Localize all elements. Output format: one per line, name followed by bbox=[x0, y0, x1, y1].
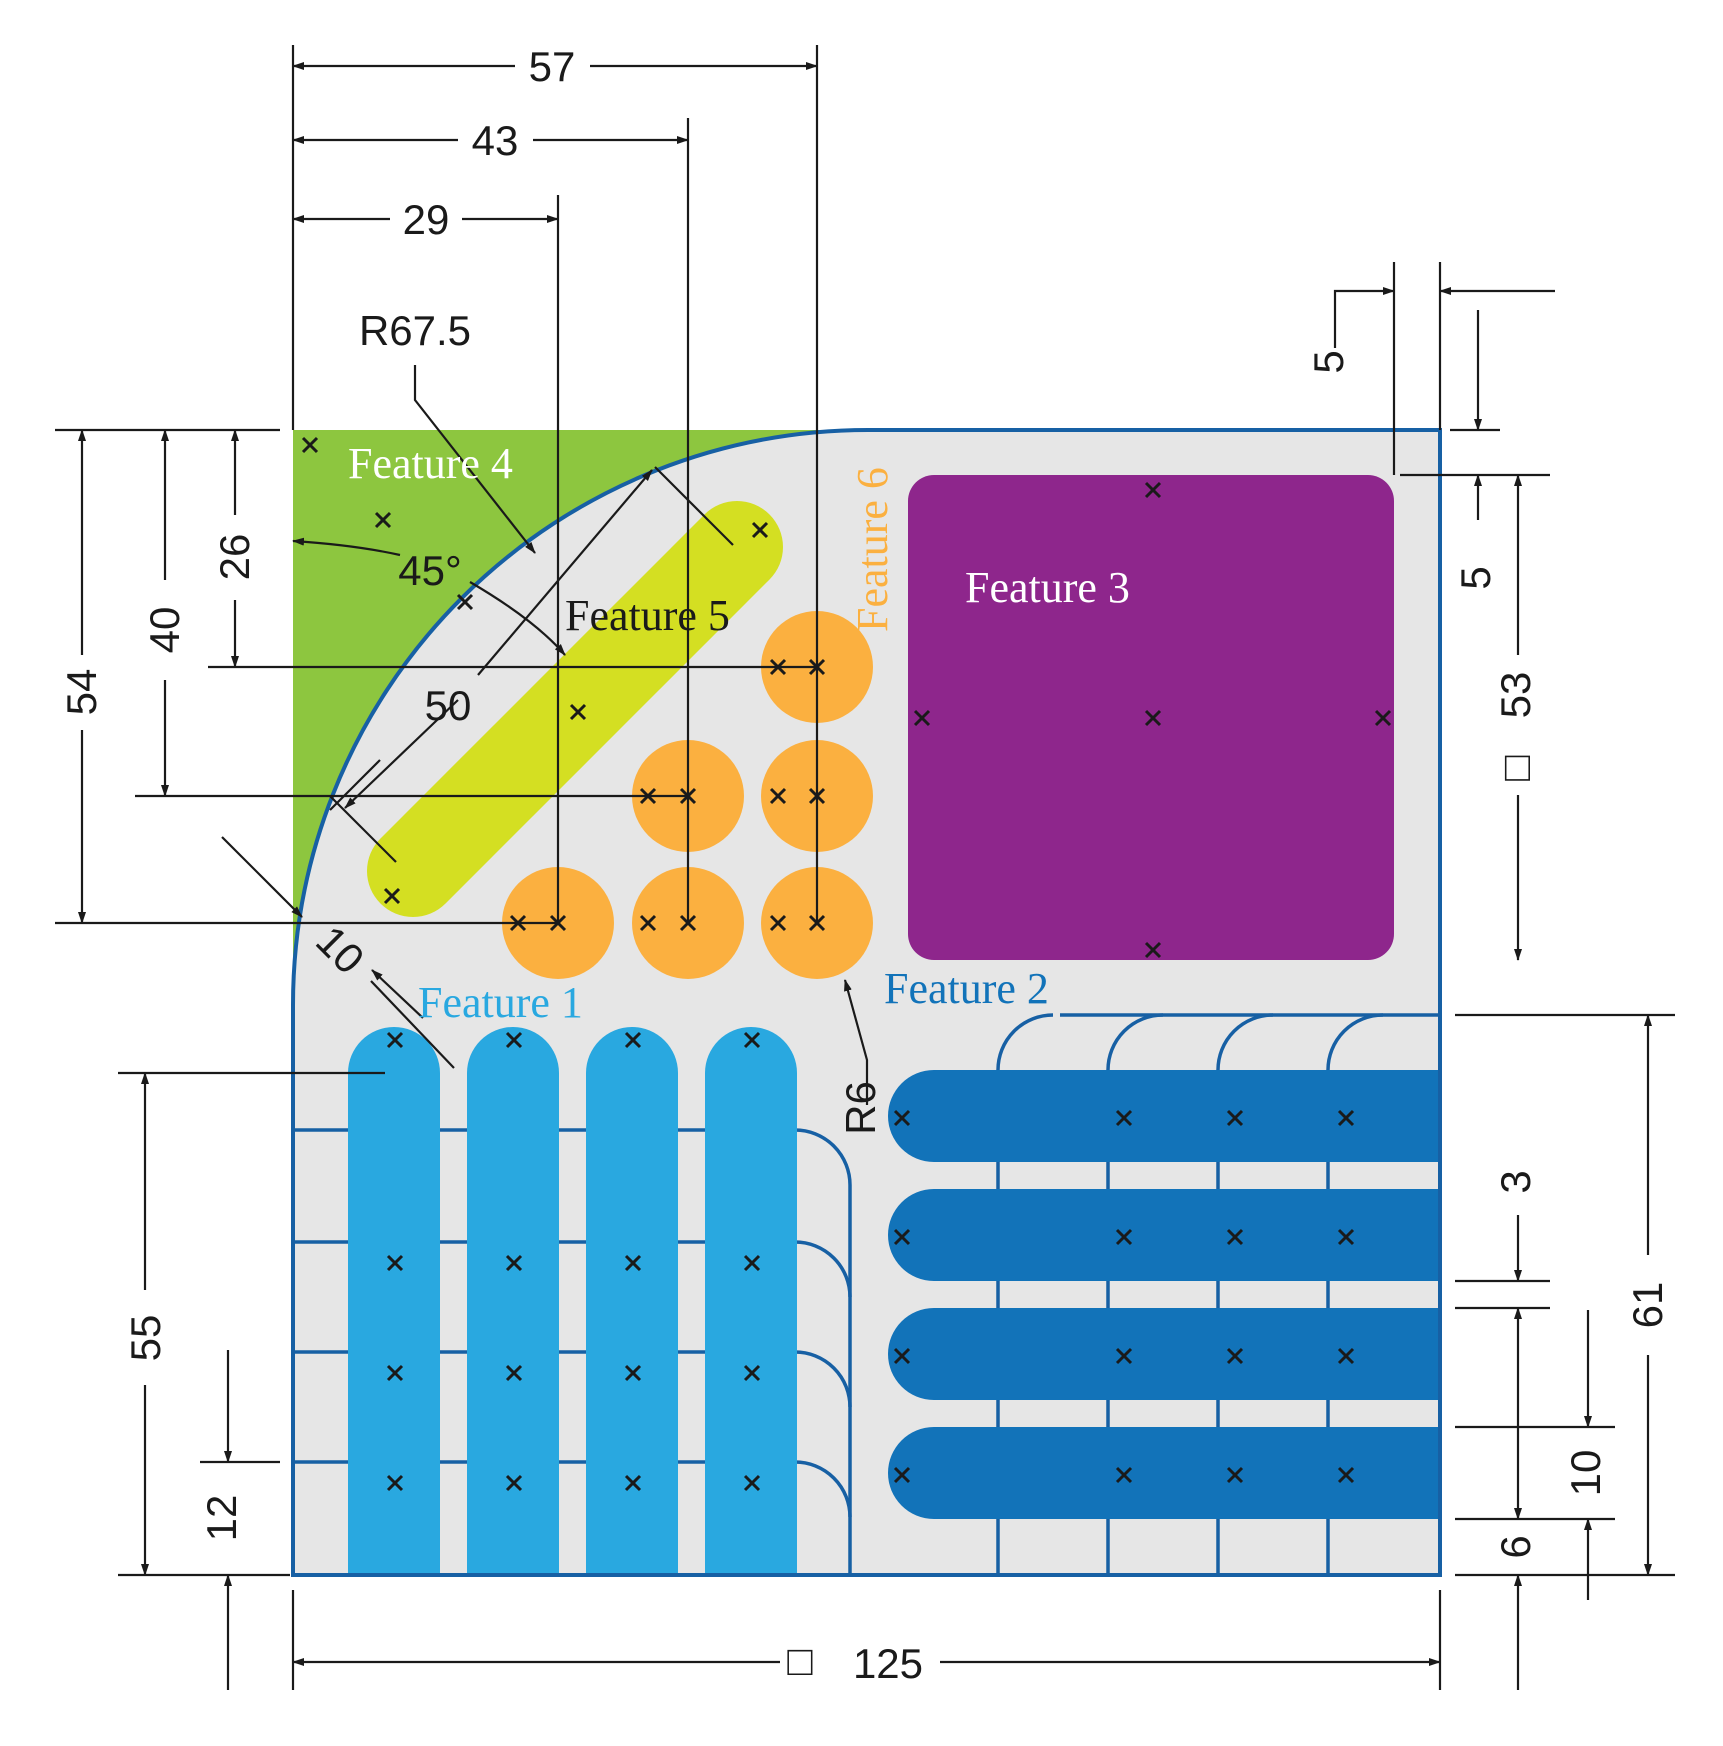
center-mark bbox=[624, 1254, 642, 1272]
dim-53: 53 bbox=[1492, 672, 1539, 719]
center-mark bbox=[1144, 481, 1162, 499]
dim-40: 40 bbox=[141, 607, 188, 654]
center-mark bbox=[505, 1254, 523, 1272]
dim-45-deg: 45° bbox=[398, 547, 462, 594]
center-mark bbox=[1226, 1347, 1244, 1365]
dim-43: 43 bbox=[472, 117, 519, 164]
center-mark bbox=[386, 1031, 404, 1049]
feature6-label: Feature 6 bbox=[848, 467, 897, 632]
dim-5-top: 5 bbox=[1305, 350, 1352, 373]
dim-53-symbol: □ bbox=[1492, 755, 1539, 781]
center-mark bbox=[1144, 709, 1162, 727]
center-mark bbox=[1115, 1109, 1133, 1127]
center-mark bbox=[386, 1254, 404, 1272]
center-mark bbox=[1337, 1347, 1355, 1365]
center-mark bbox=[1337, 1109, 1355, 1127]
center-mark bbox=[505, 1031, 523, 1049]
center-mark bbox=[1374, 709, 1392, 727]
center-mark bbox=[1115, 1347, 1133, 1365]
center-mark bbox=[913, 709, 931, 727]
feature1-slots bbox=[348, 1027, 797, 1575]
center-mark bbox=[1337, 1466, 1355, 1484]
center-mark bbox=[1115, 1228, 1133, 1246]
center-mark bbox=[624, 1474, 642, 1492]
center-mark bbox=[769, 914, 787, 932]
center-mark bbox=[743, 1364, 761, 1382]
center-mark bbox=[743, 1254, 761, 1272]
dim-12: 12 bbox=[198, 1495, 245, 1542]
dim-50: 50 bbox=[425, 682, 472, 729]
center-mark bbox=[743, 1031, 761, 1049]
center-mark bbox=[1226, 1228, 1244, 1246]
center-mark bbox=[1226, 1466, 1244, 1484]
dimension-lines bbox=[55, 45, 1675, 1690]
center-marks bbox=[301, 436, 1392, 1492]
center-mark bbox=[743, 1474, 761, 1492]
center-mark bbox=[1144, 941, 1162, 959]
center-mark bbox=[769, 787, 787, 805]
center-mark bbox=[893, 1466, 911, 1484]
feature1-label: Feature 1 bbox=[418, 978, 583, 1027]
center-mark bbox=[456, 593, 474, 611]
center-mark bbox=[1226, 1109, 1244, 1127]
center-mark bbox=[624, 1364, 642, 1382]
dim-10-right: 10 bbox=[1562, 1450, 1609, 1497]
center-mark bbox=[505, 1364, 523, 1382]
dim-5-side: 5 bbox=[1452, 566, 1499, 589]
center-mark bbox=[893, 1228, 911, 1246]
center-mark bbox=[1337, 1228, 1355, 1246]
dim-r67-5: R67.5 bbox=[359, 307, 471, 354]
dim-26: 26 bbox=[211, 534, 258, 581]
center-mark bbox=[569, 703, 587, 721]
center-mark bbox=[386, 1364, 404, 1382]
dim-6: 6 bbox=[1492, 1535, 1539, 1558]
dim-3: 3 bbox=[1492, 1170, 1539, 1193]
dim-57: 57 bbox=[529, 43, 576, 90]
dim-125: 125 bbox=[853, 1640, 923, 1687]
dim-125-symbol: □ bbox=[787, 1637, 813, 1684]
center-mark bbox=[374, 511, 392, 529]
dim-29: 29 bbox=[403, 196, 450, 243]
center-mark bbox=[639, 914, 657, 932]
dim-54: 54 bbox=[58, 669, 105, 716]
center-mark bbox=[893, 1109, 911, 1127]
feature5-label: Feature 5 bbox=[565, 591, 730, 640]
feature2-slots bbox=[888, 1070, 1440, 1519]
feature2-label: Feature 2 bbox=[884, 964, 1049, 1013]
dim-r6: R6 bbox=[837, 1081, 884, 1135]
dim-55: 55 bbox=[122, 1315, 169, 1362]
center-mark bbox=[301, 436, 319, 454]
center-mark bbox=[893, 1347, 911, 1365]
center-mark bbox=[386, 1474, 404, 1492]
center-mark bbox=[1115, 1466, 1133, 1484]
center-mark bbox=[751, 521, 769, 539]
feature3-label: Feature 3 bbox=[965, 563, 1130, 612]
center-mark bbox=[383, 887, 401, 905]
dim-61: 61 bbox=[1624, 1282, 1671, 1329]
feature4-label: Feature 4 bbox=[348, 439, 513, 488]
center-mark bbox=[505, 1474, 523, 1492]
center-mark bbox=[624, 1031, 642, 1049]
